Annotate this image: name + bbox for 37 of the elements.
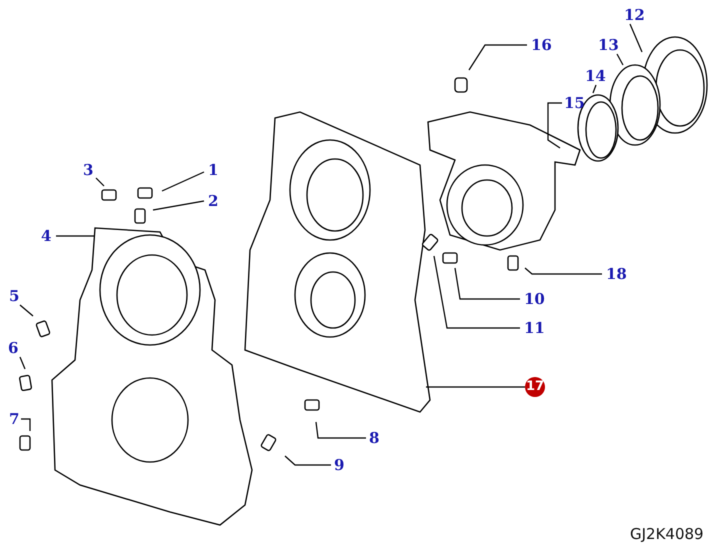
callout-number: 15	[564, 95, 585, 111]
callout-number: 6	[8, 340, 18, 356]
drawing-code: GJ2K4089	[630, 525, 704, 543]
callout-number: 16	[531, 37, 552, 53]
callout-number: 14	[585, 68, 606, 84]
callout-number: 2	[208, 193, 218, 209]
callout-number: 5	[9, 288, 20, 304]
leader-line	[19, 356, 26, 370]
callout-number: 1	[208, 162, 218, 178]
leader-line	[468, 44, 527, 70]
leader-line	[56, 235, 95, 237]
leader-line	[454, 268, 520, 300]
leader-line	[592, 84, 597, 94]
leader-line	[426, 386, 525, 388]
leader-line	[152, 200, 204, 211]
leader-line	[315, 422, 366, 439]
callout-number: 8	[369, 430, 380, 446]
callout-number: 10	[524, 291, 545, 307]
leader-line	[20, 304, 34, 316]
leader-line	[547, 102, 562, 148]
callout-badge: 17	[525, 377, 545, 397]
leader-line	[433, 256, 520, 329]
callout-number: 4	[41, 228, 52, 244]
leader-line	[21, 418, 31, 431]
leader-line	[96, 178, 104, 186]
leader-line	[524, 268, 602, 275]
callout-number: 7	[9, 411, 20, 427]
leader-line	[616, 54, 624, 66]
callout-number: 13	[598, 37, 619, 53]
callout-number: 11	[524, 320, 545, 336]
callout-number: 18	[606, 266, 627, 282]
callout-number: 3	[83, 162, 94, 178]
leader-line	[284, 456, 331, 466]
leader-line	[162, 171, 204, 192]
leader-line	[629, 24, 643, 52]
callout-number: 12	[624, 7, 645, 23]
callout-number: 9	[334, 457, 344, 473]
